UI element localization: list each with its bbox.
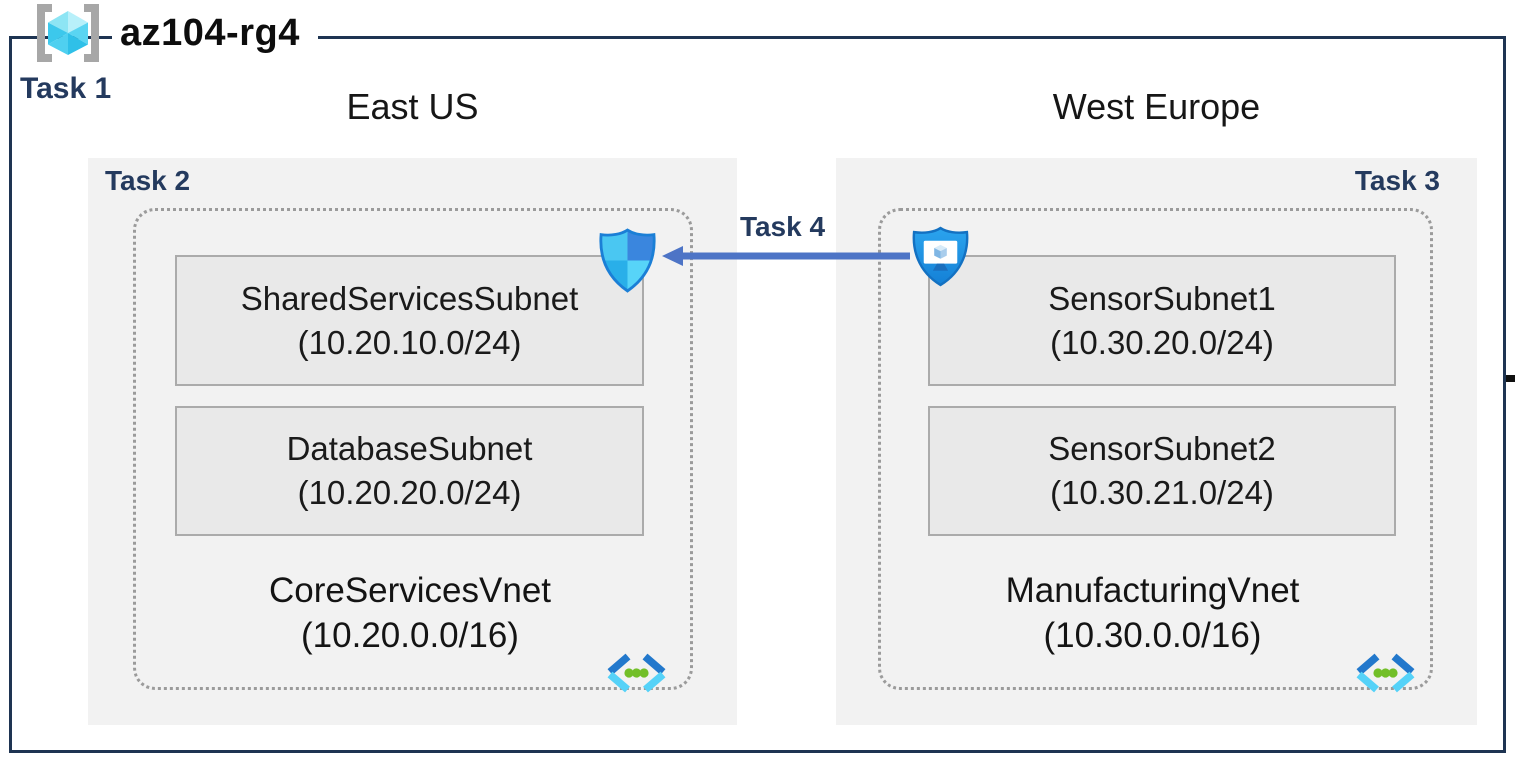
subnet-box-shared-services: SharedServicesSubnet (10.20.10.0/24): [175, 255, 644, 386]
virtual-network-icon: [607, 653, 666, 693]
subnet-box-sensor2: SensorSubnet2 (10.30.21.0/24): [928, 406, 1396, 536]
vnet-address: (10.30.0.0/16): [1043, 616, 1262, 655]
edge-dash-mark: [1506, 375, 1515, 382]
task4-arrow-icon: [662, 246, 910, 266]
region-label-east-us: East US: [346, 86, 479, 127]
network-security-group-icon: [599, 228, 656, 293]
subnet-address: (10.20.20.0/24): [297, 474, 522, 511]
vnet-name: CoreServicesVnet: [268, 571, 552, 610]
subnet-box-sensor1: SensorSubnet1 (10.30.20.0/24): [928, 255, 1396, 386]
task4-label: Task 4: [739, 211, 826, 242]
manufacturing-vnet-caption: ManufacturingVnet (10.30.0.0/16): [878, 568, 1427, 658]
subnet-name: SensorSubnet2: [1048, 430, 1276, 467]
subnet-address: (10.30.20.0/24): [1050, 323, 1274, 361]
resource-group-title: az104-rg4: [112, 10, 318, 57]
manufacturing-vnet-boundary: [878, 208, 1433, 690]
subnet-box-database: DatabaseSubnet (10.20.20.0/24): [175, 406, 644, 536]
virtual-network-icon: [1356, 653, 1415, 693]
resource-group-icon: [37, 4, 99, 62]
subnet-name: SensorSubnet1: [1048, 279, 1276, 317]
vnet-name: ManufacturingVnet: [1005, 571, 1300, 610]
application-security-group-icon: [912, 226, 969, 287]
subnet-address: (10.20.10.0/24): [297, 323, 522, 361]
resource-group-border: [9, 36, 1506, 753]
core-services-vnet-caption: CoreServicesVnet (10.20.0.0/16): [133, 568, 687, 658]
task3-label: Task 3: [1354, 165, 1440, 196]
core-services-vnet-boundary: [133, 208, 693, 690]
subnet-name: DatabaseSubnet: [286, 430, 533, 467]
subnet-name: SharedServicesSubnet: [240, 279, 579, 317]
task2-label: Task 2: [105, 165, 191, 196]
region-label-west-europe: West Europe: [1052, 86, 1261, 127]
subnet-address: (10.30.21.0/24): [1050, 474, 1274, 511]
task1-label: Task 1: [20, 72, 112, 105]
vnet-address: (10.20.0.0/16): [301, 616, 519, 655]
